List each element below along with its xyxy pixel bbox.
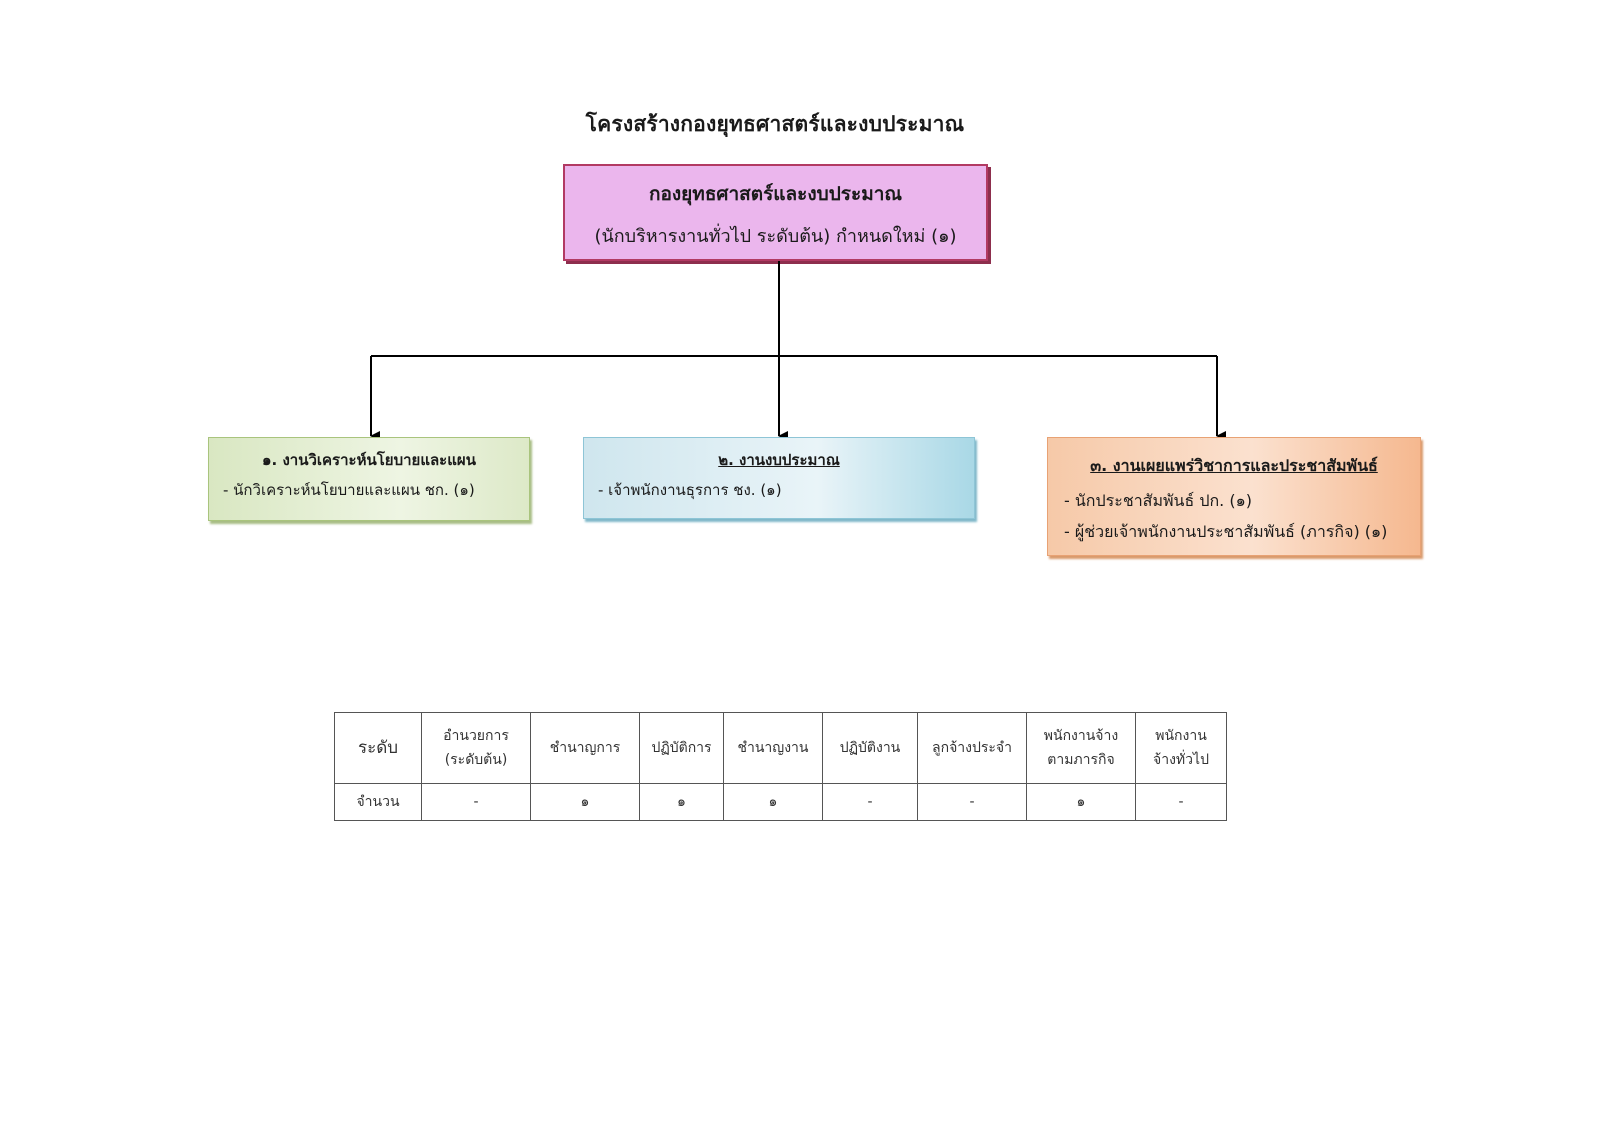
- section-box-1: ๑. งานวิเคราะห์นโยบายและแผน - นักวิเคราะ…: [208, 437, 530, 521]
- table-row-header-count: จำนวน: [334, 783, 422, 821]
- position-level-table: ระดับ อำนวยการ(ระดับต้น) ชำนาญการ ปฏิบัต…: [334, 712, 1227, 821]
- table-header-cell: พนักงานจ้างทั่วไป: [1135, 712, 1227, 784]
- section-item: - ผู้ช่วยเจ้าพนักงานประชาสัมพันธ์ (ภารกิ…: [1064, 522, 1388, 541]
- table-header-cell: ชำนาญงาน: [723, 712, 823, 784]
- org-top-name: กองยุทธศาสตร์และงบประมาณ: [648, 183, 903, 205]
- section-box-2: ๒. งานงบประมาณ - เจ้าพนักงานธุรการ ชง. (…: [583, 437, 975, 519]
- section-heading-1: ๑. งานวิเคราะห์นโยบายและแผน: [262, 451, 476, 469]
- section-heading-3: ๓. งานเผยแพร่วิชาการและประชาสัมพันธ์: [1090, 456, 1378, 475]
- table-header-cell: ปฏิบัติการ: [639, 712, 724, 784]
- table-count-cell: -: [917, 783, 1027, 821]
- table-row-counts: จำนวน - ๑ ๑ ๑ - - ๑ -: [334, 783, 1227, 821]
- org-top-box: กองยุทธศาสตร์และงบประมาณ (นักบริหารงานทั…: [563, 164, 988, 261]
- table-count-cell: ๑: [1026, 783, 1136, 821]
- table-count-cell: ๑: [723, 783, 823, 821]
- table-header-cell: อำนวยการ(ระดับต้น): [421, 712, 531, 784]
- section-item: - เจ้าพนักงานธุรการ ชง. (๑): [598, 481, 782, 499]
- page-title: โครงสร้างกองยุทธศาสตร์และงบประมาณ: [585, 112, 965, 136]
- org-top-subtitle: (นักบริหารงานทั่วไป ระดับต้น) กำหนดใหม่ …: [594, 226, 957, 247]
- section-box-3: ๓. งานเผยแพร่วิชาการและประชาสัมพันธ์ - น…: [1047, 437, 1421, 556]
- table-count-cell: -: [421, 783, 531, 821]
- table-count-cell: ๑: [530, 783, 640, 821]
- table-count-cell: ๑: [639, 783, 724, 821]
- section-item: - นักประชาสัมพันธ์ ปก. (๑): [1064, 491, 1252, 510]
- table-row-header-level: ระดับ: [334, 712, 422, 784]
- table-header-cell: ชำนาญการ: [530, 712, 640, 784]
- table-row-levels: ระดับ อำนวยการ(ระดับต้น) ชำนาญการ ปฏิบัต…: [334, 712, 1227, 784]
- section-heading-2: ๒. งานงบประมาณ: [718, 451, 840, 469]
- table-header-cell: ลูกจ้างประจำ: [917, 712, 1027, 784]
- table-count-cell: -: [822, 783, 918, 821]
- table-header-cell: พนักงานจ้างตามภารกิจ: [1026, 712, 1136, 784]
- table-count-cell: -: [1135, 783, 1227, 821]
- section-item: - นักวิเคราะห์นโยบายและแผน ชก. (๑): [223, 481, 475, 499]
- table-header-cell: ปฏิบัติงาน: [822, 712, 918, 784]
